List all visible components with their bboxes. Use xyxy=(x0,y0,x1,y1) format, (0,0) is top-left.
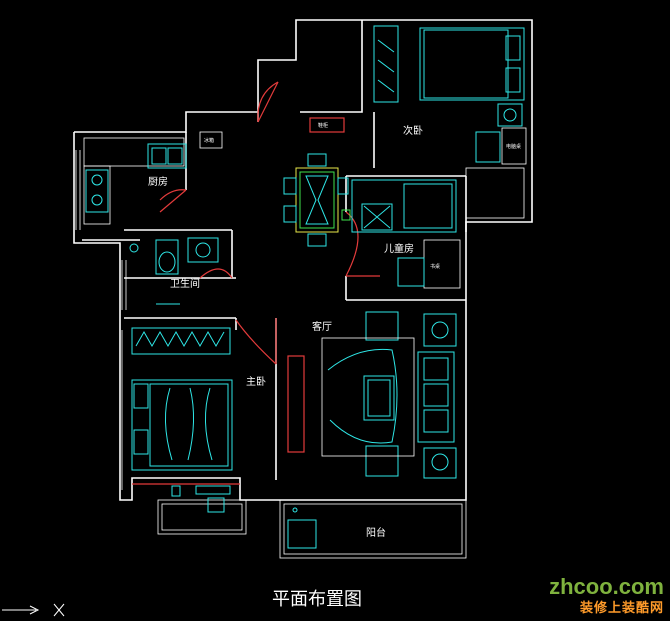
doors xyxy=(132,81,380,485)
exterior-walls xyxy=(73,19,533,501)
label-living-room: 客厅 xyxy=(312,320,332,333)
label-kids-room: 儿童房 xyxy=(384,242,414,255)
master-bedroom-furniture xyxy=(131,327,233,513)
windows xyxy=(75,150,127,490)
label-master-bedroom: 主卧 xyxy=(246,375,266,388)
label-fridge: 冰箱 xyxy=(204,137,214,144)
label-bathroom: 卫生间 xyxy=(170,277,200,290)
label-desk: 书桌 xyxy=(430,263,440,270)
living-room-furniture xyxy=(287,311,457,549)
label-kitchen: 厨房 xyxy=(148,175,168,188)
bathroom-fixtures xyxy=(129,237,219,305)
balcony-outline xyxy=(157,499,467,559)
interior-walls xyxy=(82,112,467,480)
watermark-logo: zhcoo.com 装修上装酷网 xyxy=(532,574,664,616)
second-bedroom-furniture xyxy=(373,25,527,219)
watermark-domain: zhcoo.com xyxy=(549,574,664,599)
room-labels: 次卧 厨房 儿童房 卫生间 客厅 主卧 阳台 鞋柜 书桌 电脑桌 冰箱 xyxy=(148,122,521,539)
plan-title: 平面布置图 xyxy=(272,589,362,610)
watermark-name: 装修上装酷网 xyxy=(579,600,664,615)
kids-room-furniture xyxy=(351,179,461,289)
label-shoe-cabinet: 鞋柜 xyxy=(318,122,328,129)
ucs-axis-icon xyxy=(2,603,65,617)
label-computer-desk: 电脑桌 xyxy=(506,143,521,150)
dining-set xyxy=(283,153,351,247)
label-second-bedroom: 次卧 xyxy=(403,124,423,137)
kitchen-fixtures xyxy=(83,131,223,225)
label-balcony: 阳台 xyxy=(366,526,386,539)
